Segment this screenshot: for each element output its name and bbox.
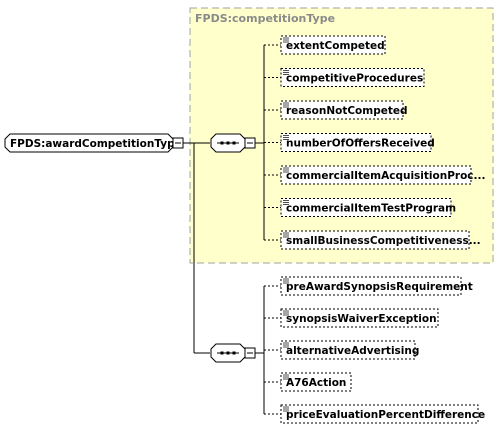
child-element[interactable]: preAwardSynopsisRequirement [264,276,473,296]
child-element-label: alternativeAdvertising [286,345,419,357]
child-element-label: numberOfOffersReceived [286,138,435,150]
child-element-label: smallBusinessCompetitiveness... [286,235,481,247]
documentation-icon [283,374,289,380]
child-element[interactable]: competitiveProcedures [264,68,425,87]
documentation-icon [283,37,289,43]
child-element-box [280,372,352,392]
root-element[interactable]: FPDS:awardCompetitionType [4,133,184,153]
root-connectors [183,142,210,354]
child-element-box [280,198,452,217]
child-element-box [280,340,416,360]
child-element-box [280,133,432,152]
child-element[interactable]: priceEvaluationPercentDifference [264,404,485,424]
child-element-label: reasonNotCompeted [286,105,408,117]
seq-competition: extentCompeted competitiveProcedures reaso… [210,35,486,250]
sequence-dot [226,351,230,355]
child-element-box [280,276,462,296]
child-element-label: priceEvaluationPercentDifference [286,409,485,421]
child-element-label: synopsisWaiverException [286,313,437,325]
child-element-label: extentCompeted [286,40,385,52]
competition-type-group-title: FPDS:competitionType [195,12,335,25]
seq-award: preAwardSynopsisRequirement synopsisWaive… [210,276,485,424]
child-element-box [280,35,386,55]
child-element[interactable]: commercialItemTestProgram [264,198,456,217]
sequence-dot [232,351,236,355]
child-element[interactable]: A76Action [264,372,352,392]
documentation-icon [283,310,289,316]
child-element-box [280,230,470,250]
documentation-icon [283,167,289,173]
documentation-icon [283,342,289,348]
child-element-box [280,165,472,185]
sequence-dot [220,141,224,145]
child-element[interactable]: smallBusinessCompetitiveness... [264,230,481,250]
child-element[interactable]: alternativeAdvertising [264,340,419,360]
child-element-box [280,404,479,424]
child-element[interactable]: reasonNotCompeted [264,100,408,120]
root-element-box [4,133,174,153]
child-element-box [280,100,404,120]
child-element-label: preAwardSynopsisRequirement [286,281,473,293]
documentation-icon [283,102,289,108]
child-element-box [280,68,425,87]
child-element-label: competitiveProcedures [286,73,423,85]
child-element[interactable]: commercialItemAcquisitionProc... [264,165,486,185]
documentation-icon [283,135,289,140]
documentation-icon [283,406,289,412]
child-element[interactable]: extentCompeted [264,35,386,55]
documentation-icon [283,200,289,205]
sequence-dot [220,351,224,355]
child-element-label: commercialItemAcquisitionProc... [286,170,486,182]
child-element[interactable]: synopsisWaiverException [264,308,439,328]
documentation-icon [283,70,289,75]
child-element-label: A76Action [286,377,346,389]
root-element-label: FPDS:awardCompetitionType [10,138,182,150]
sequence-groups: extentCompeted competitiveProcedures reaso… [210,35,486,424]
documentation-icon [283,232,289,238]
child-element-box [280,308,439,328]
sequence-dot [226,141,230,145]
sequence-dot [232,141,236,145]
documentation-icon [283,278,289,284]
child-element-label: commercialItemTestProgram [286,203,456,215]
child-element[interactable]: numberOfOffersReceived [264,133,435,152]
